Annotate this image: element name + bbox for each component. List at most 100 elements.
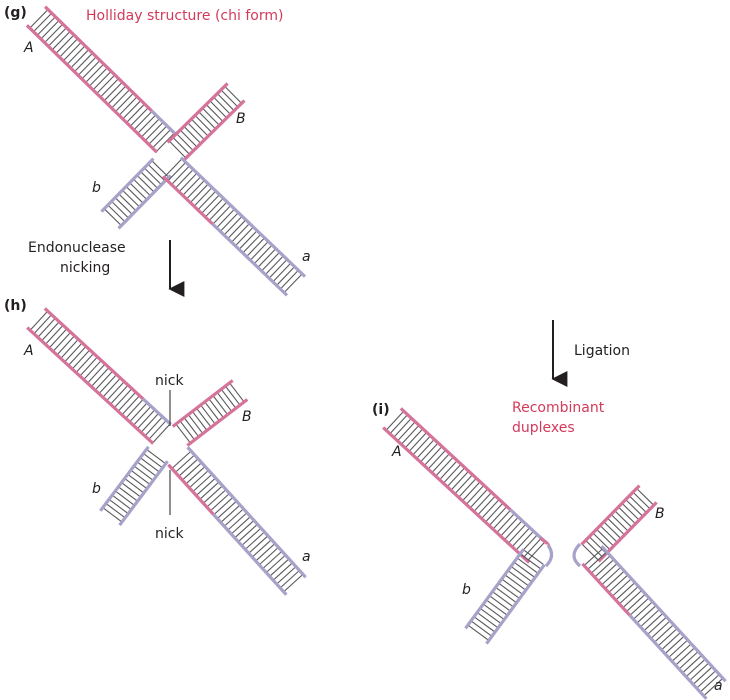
base-pair-rung (605, 571, 625, 589)
dna-strand (167, 463, 215, 516)
base-pair-rung (83, 360, 102, 380)
base-pair-rung (176, 133, 194, 151)
base-pair-rung (505, 574, 526, 591)
base-pair-rung (511, 566, 532, 582)
base-pair-rung (87, 364, 105, 383)
base-pair-rung (89, 67, 108, 86)
dna-strand (179, 156, 238, 213)
panel-g-duplex-arms (25, 5, 307, 297)
base-pair-rung (106, 503, 125, 518)
base-pair-rung (91, 367, 109, 387)
base-pair-rung (259, 547, 279, 565)
base-pair-rung (194, 187, 212, 206)
base-pair-rung (53, 332, 71, 352)
base-pair-rung (48, 27, 67, 46)
base-pair-rung (111, 89, 130, 108)
base-pair-rung (390, 415, 408, 434)
base-pair-rung (121, 482, 141, 497)
base-pair-rung (514, 562, 535, 578)
base-pair-rung (466, 485, 484, 505)
base-pair-rung (250, 241, 269, 260)
base-pair-rung (492, 591, 513, 607)
base-pair-rung (228, 512, 247, 530)
panel-h-allele-B: B (242, 409, 252, 425)
base-pair-rung (196, 408, 211, 427)
base-pair-rung (152, 424, 170, 443)
base-pair-rung (209, 399, 224, 418)
panel-g-allele-B: B (236, 111, 246, 127)
base-pair-rung (61, 339, 79, 359)
base-pair-rung (585, 540, 603, 557)
base-pair-rung (235, 227, 254, 246)
base-pair-rung (93, 71, 111, 90)
base-pair-rung (129, 403, 147, 422)
base-pair-rung (269, 259, 287, 278)
base-pair-rung (520, 553, 541, 570)
base-pair-rung (245, 532, 265, 550)
base-pair-rung (462, 482, 480, 501)
base-pair-rung (130, 107, 149, 126)
base-pair-rung (217, 501, 237, 519)
base-pair-rung (74, 53, 93, 72)
dna-strand (233, 498, 307, 579)
ligation-step-label: Ligation (574, 343, 630, 359)
base-pair-rung (647, 617, 667, 635)
base-pair-rung (140, 457, 159, 472)
base-pair-rung (137, 410, 155, 429)
base-pair-rung (195, 115, 212, 133)
base-pair-rung (500, 517, 519, 536)
dna-strand (100, 157, 155, 213)
base-pair-rung (49, 329, 67, 348)
dna-strand (99, 445, 150, 512)
base-pair-rung (126, 399, 144, 418)
panel-i-label: (i) (372, 402, 390, 418)
base-pair-rung (401, 425, 419, 445)
base-pair-rung (626, 499, 643, 517)
base-pair-rung (486, 600, 507, 616)
base-pair-rung (144, 168, 162, 185)
base-pair-rung (109, 499, 128, 514)
base-pair-rung (207, 489, 226, 507)
base-pair-rung (145, 417, 163, 436)
arm-A (25, 5, 177, 154)
base-pair-rung (224, 216, 242, 235)
base-pair-rung (196, 478, 216, 496)
dna-strand (485, 563, 546, 645)
dna-strand (656, 605, 727, 683)
base-pair-rung (118, 486, 138, 502)
base-pair-rung (633, 492, 650, 509)
panel-i-allele-B: B (655, 506, 665, 522)
base-pair-rung (213, 396, 228, 415)
base-pair-rung (134, 466, 153, 481)
base-pair-rung (527, 542, 545, 561)
base-pair-rung (191, 119, 208, 136)
base-pair-rung (516, 531, 534, 550)
base-pair-rung (629, 496, 647, 513)
base-pair-rung (470, 489, 488, 508)
base-pair-rung (114, 388, 132, 408)
panel-g: (g) Holliday structure (chi form) A B b … (4, 5, 311, 297)
base-pair-rung (202, 108, 220, 125)
base-pair-rung (200, 482, 219, 500)
base-pair-rung (148, 164, 165, 181)
base-pair-rung (584, 548, 603, 566)
dna-strand (628, 614, 708, 700)
base-pair-rung (82, 60, 100, 79)
base-pair-rung (397, 422, 415, 441)
base-pair-rung (104, 82, 123, 101)
base-pair-rung (468, 625, 489, 641)
base-pair-rung (489, 595, 510, 611)
base-pair-rung (512, 528, 530, 547)
dna-strand (183, 99, 246, 161)
arm-a (167, 446, 307, 596)
panel-h-allele-A: A (23, 343, 34, 359)
base-pair-rung (76, 353, 94, 373)
base-pair-rung (210, 493, 230, 511)
base-pair-rung (654, 624, 674, 642)
dna-strand (25, 24, 159, 154)
base-pair-rung (225, 86, 242, 104)
arm-B (171, 379, 249, 447)
base-pair-rung (141, 413, 159, 433)
base-pair-rung (405, 429, 423, 448)
